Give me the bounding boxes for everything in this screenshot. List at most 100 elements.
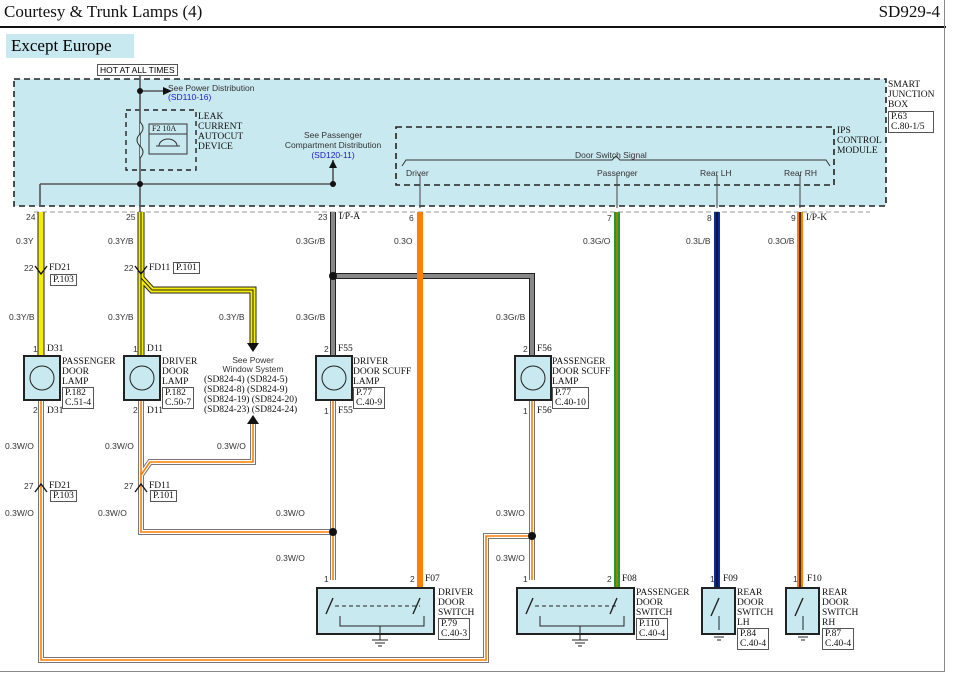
diagram-code: SD929-4 — [878, 2, 940, 21]
connector-fd21: FD21 — [49, 263, 71, 273]
ref-link[interactable]: (SD824-8) — [204, 385, 245, 395]
frame-right — [944, 0, 945, 672]
pin-d31-1: 1 — [33, 344, 38, 354]
wire-label-8: 0.3L/B — [686, 236, 711, 246]
connector-fd11-lower: FD11 — [149, 481, 171, 491]
connector-d11-bottom: D11 — [147, 406, 164, 416]
connector-fd11: FD11 — [149, 263, 171, 273]
connector-ipk: I/P-K — [806, 213, 828, 223]
pin-f07-1: 1 — [324, 574, 329, 584]
signal-driver: Driver — [406, 168, 429, 178]
pin-f56-1: 1 — [523, 406, 528, 416]
wire-white-orange — [38, 400, 535, 663]
pin-22-fd21: 22 — [24, 263, 34, 273]
connector-f09: F09 — [723, 574, 738, 584]
door-switch-signal-title: Door Switch Signal — [575, 150, 647, 160]
wire-label-wo: 0.3W/O — [217, 441, 246, 451]
wire-label-wo: 0.3W/O — [98, 508, 127, 518]
pin-f55-2: 2 — [324, 344, 329, 354]
wire-label-7: 0.3G/O — [583, 236, 611, 246]
pin-d11-1: 1 — [133, 344, 138, 354]
connector-f55-top: F55 — [338, 344, 353, 354]
frame-bottom — [0, 671, 945, 672]
pin-f09-1: 1 — [710, 574, 715, 584]
wire-label-6: 0.3O — [394, 236, 413, 246]
pin-f10-1: 1 — [793, 574, 798, 584]
pin-22-fd11: 22 — [124, 263, 134, 273]
passenger-compartment-link[interactable]: (SD120-11) — [311, 150, 355, 160]
wire-label-gr-right: 0.3Gr/B — [496, 312, 526, 322]
pin-d11-2: 2 — [133, 405, 138, 415]
variant-label: Except Europe — [6, 34, 134, 58]
wire-label-wo: 0.3W/O — [496, 508, 525, 518]
ref-link[interactable]: (SD824-23) — [204, 405, 250, 415]
ref-link[interactable]: (SD824-4) — [204, 375, 245, 385]
pin-27-fd11: 27 — [124, 481, 134, 491]
pin-d31-2: 2 — [33, 405, 38, 415]
fd11-ref: P.101 — [173, 262, 200, 274]
signal-rear-rh: Rear RH — [784, 168, 818, 178]
pin-8: 8 — [707, 213, 712, 223]
ref-link[interactable]: (SD824-5) — [247, 375, 288, 385]
wire-label-23: 0.3Gr/B — [296, 236, 326, 246]
hot-at-all-times-label: HOT AT ALL TIMES — [97, 64, 178, 76]
wire-label-wo: 0.3W/O — [5, 441, 34, 451]
signal-passenger: Passenger — [597, 168, 638, 178]
wire-label-gr-left: 0.3Gr/B — [296, 312, 326, 322]
switches — [316, 587, 820, 647]
pin-9: 9 — [791, 213, 796, 223]
power-distribution-link[interactable]: (SD110-16) — [168, 92, 212, 102]
pin-f08-2: 2 — [607, 574, 612, 584]
ref-link[interactable]: (SD824-9) — [247, 385, 288, 395]
pin-27-fd21: 27 — [24, 481, 34, 491]
header-rule — [0, 26, 946, 28]
wire-label-wo: 0.3W/O — [276, 508, 305, 518]
wire-label-pw-in: 0.3Y/B — [219, 312, 245, 322]
connector-f10: F10 — [807, 574, 822, 584]
wire-label-wo: 0.3W/O — [5, 508, 34, 518]
wire-label-24: 0.3Y — [16, 236, 34, 246]
wire-label-wo: 0.3W/O — [276, 553, 305, 563]
pin-7: 7 — [607, 213, 612, 223]
pin-f07-2: 2 — [410, 574, 415, 584]
connector-ipa: I/P-A — [339, 212, 361, 222]
wire-label-25: 0.3Y/B — [108, 236, 134, 246]
pin-23: 23 — [318, 212, 328, 222]
fd21-lower-ref: P.103 — [50, 490, 77, 502]
connector-d11-top: D11 — [147, 344, 164, 354]
pin-f08-1: 1 — [523, 574, 528, 584]
pin-24: 24 — [26, 212, 36, 222]
ref-link[interactable]: (SD824-19) — [204, 395, 250, 405]
fd21-ref: P.103 — [50, 274, 77, 286]
fd11-lower-ref: P.101 — [150, 490, 177, 502]
wire-label-wo: 0.3W/O — [105, 441, 134, 451]
pin-6: 6 — [409, 213, 414, 223]
ref-link[interactable]: (SD824-20) — [251, 395, 298, 405]
connector-d31-top: D31 — [47, 344, 64, 354]
wire-label-fd21-out: 0.3Y/B — [9, 312, 35, 322]
ref-link[interactable]: (SD824-24) — [251, 405, 298, 415]
connector-d31-bottom: D31 — [47, 406, 64, 416]
wire-label-wo: 0.3W/O — [496, 553, 525, 563]
leak-current-device — [125, 109, 197, 171]
signal-rear-lh: Rear LH — [700, 168, 732, 178]
fuse-label: F2 10A — [152, 124, 177, 133]
connector-fd21-lower: FD21 — [49, 481, 71, 491]
page-title: Courtesy & Trunk Lamps (4) — [4, 2, 203, 21]
pin-f56-2: 2 — [523, 344, 528, 354]
pin-25: 25 — [126, 212, 136, 222]
see-power-distribution: See Power Distribution — [168, 83, 255, 93]
